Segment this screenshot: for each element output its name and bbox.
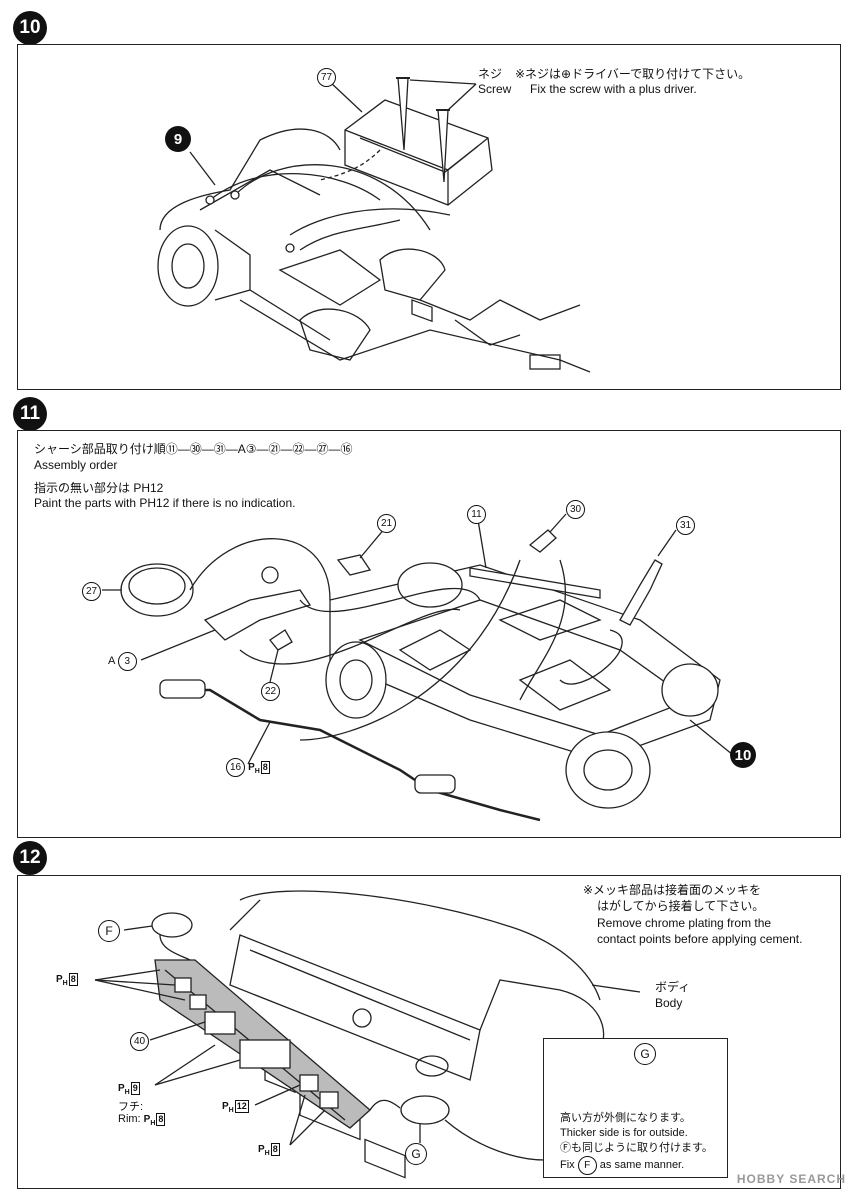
part-10-label: 10 [734,746,752,764]
step-10-panel [17,44,841,390]
part-21-label: 21 [377,514,396,533]
inset-note-en-2-suffix: as same manner. [599,1159,685,1171]
part-a3-prefix: A [108,655,115,667]
part-11-callout: 11 [467,505,486,524]
rim-jp-label: フチ: [118,1101,144,1113]
body-jp-label: ボディ [655,980,691,994]
part-30-label: 30 [566,500,585,519]
part-g-label: G [405,1143,427,1165]
paint-note-jp: 指示の無い部分は PH12 [34,481,164,495]
part-a3-callout: A 3 [108,652,137,671]
inset-note-jp-2: Ⓕも同じように取り付けます。 [560,1142,713,1154]
step-number-12-text: 12 [19,847,41,868]
chrome-note-en-2: contact points before applying cement. [597,932,803,946]
step-11-panel [17,430,841,838]
step-10-illustration [157,77,591,373]
screw-note-jp: ※ネジは⊕ドライバーで取り付けて下さい。 [515,67,751,81]
part-21-callout: 21 [377,514,396,533]
inset-note-en-2-part: F [577,1156,597,1175]
part-22-label: 22 [261,682,280,701]
step-number-11-text: 11 [19,403,41,424]
rim-en-label: Rim: [118,1113,141,1125]
part-f-label: F [98,920,120,942]
part-10-black-callout: 10 [730,742,756,768]
inset-note-en-2: Fix F as same manner. [560,1156,684,1175]
screw-note-en: Fix the screw with a plus driver. [530,82,697,96]
screw-jp-label: ネジ [478,67,503,81]
step-number-11: 11 [13,397,47,431]
part-16-label: 16 [226,758,245,777]
chrome-note-jp-2: はがしてから接着して下さい。 [597,899,765,913]
part-g-callout: G [405,1143,427,1165]
part-27-label: 27 [82,582,101,601]
paint-note-en: Paint the parts with PH12 if there is no… [34,496,296,510]
part-9-label: 9 [173,130,183,148]
body-en-label: Body [655,996,683,1010]
inset-note-jp-1: 高い方が外側になります。 [560,1112,691,1124]
step-number-10-text: 10 [19,17,41,38]
lens-orientation-inset: G 高い方が外側になります。 Thicker side is for outsi… [543,1038,728,1178]
part-77-label: 77 [317,68,336,87]
part-30-callout: 30 [566,500,585,519]
step10-part-9-callout: 9 [165,126,191,152]
inset-note-en-2-prefix: Fix [560,1159,575,1171]
part-27-callout: 27 [82,582,101,601]
assembly-order-en: Assembly order [34,458,118,472]
part-f-callout: F [98,920,120,942]
screw-en-label: Screw [478,82,512,96]
assembly-order-jp: シャーシ部品取り付け順⑪—㉚—㉛—A③—㉑—㉒—㉗—⑯ [34,442,353,456]
step-11-illustration [102,513,734,822]
part-31-label: 31 [676,516,695,535]
inset-part-g-label: G [634,1043,656,1065]
step10-part-77-callout: 77 [317,68,336,87]
part-a3-label: 3 [117,652,137,671]
chrome-note-jp-1: ※メッキ部品は接着面のメッキを [583,883,762,897]
inset-part-g-callout: G [634,1043,656,1065]
part-11-label: 11 [467,505,486,524]
step-number-10: 10 [13,11,47,45]
watermark: HOBBY SEARCH [736,1172,846,1186]
part-31-callout: 31 [676,516,695,535]
inset-note-en-1: Thicker side is for outside. [560,1127,688,1139]
part-40-callout: 40 [130,1032,149,1051]
step-number-12: 12 [13,841,47,875]
chrome-note-en-1: Remove chrome plating from the [597,916,772,930]
part-40-label: 40 [130,1032,149,1051]
part-22-callout: 22 [261,682,280,701]
